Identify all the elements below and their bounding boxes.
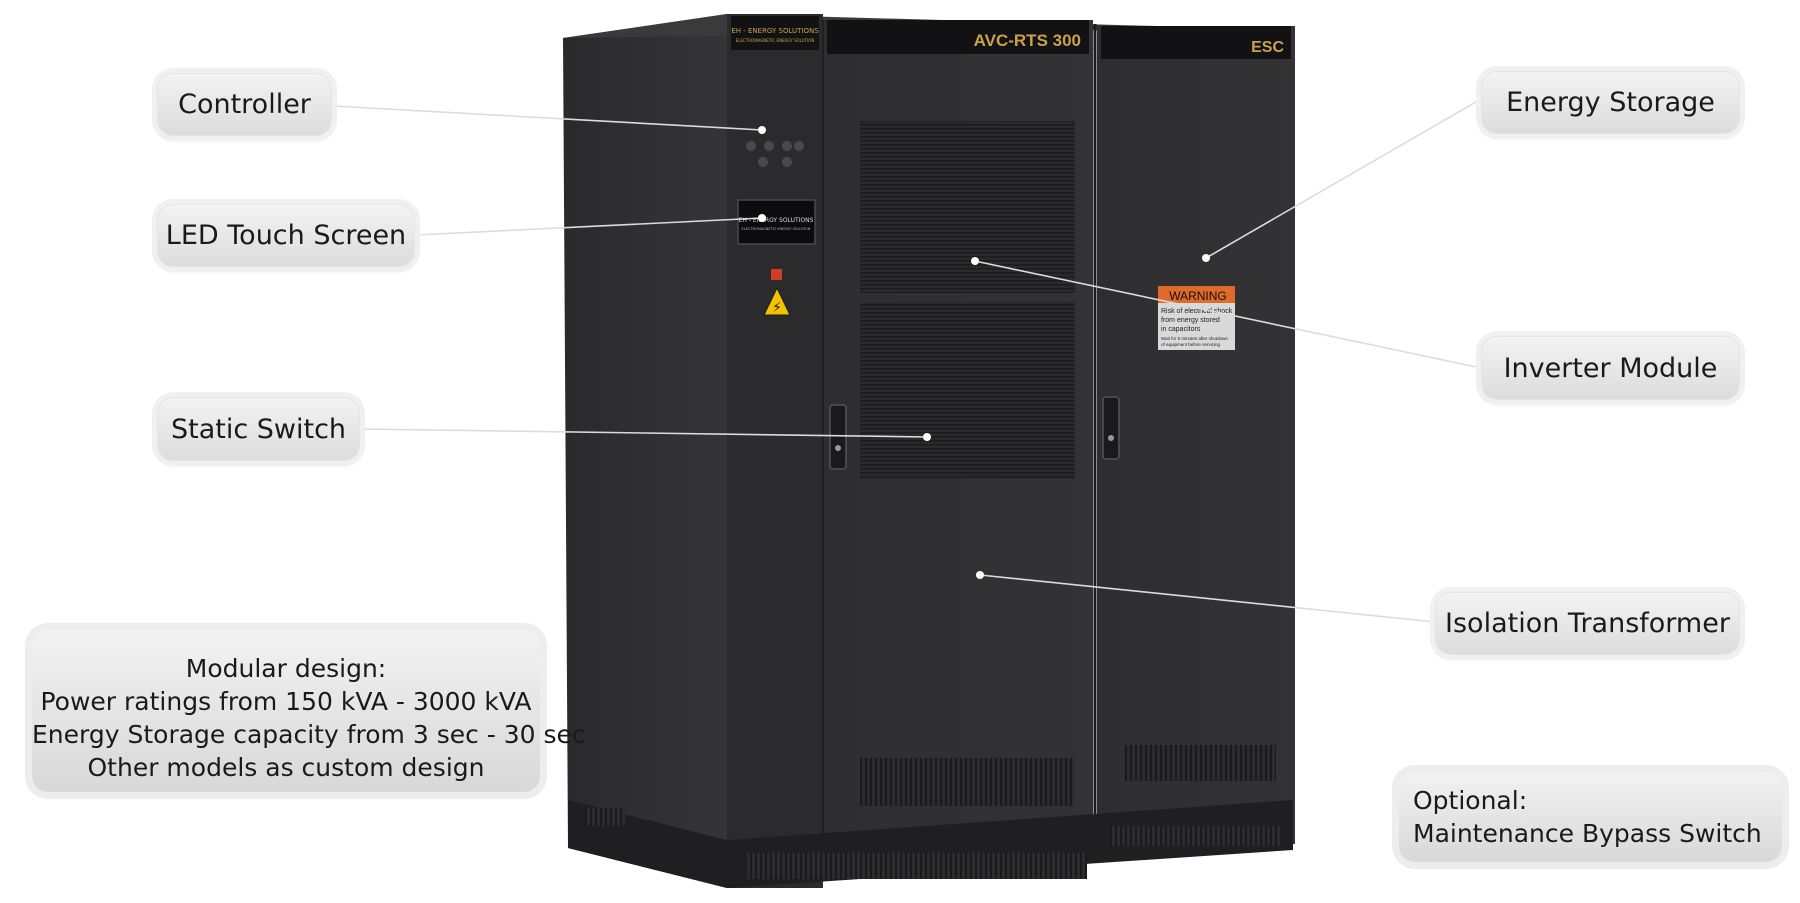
optional-line: Optional:: [1413, 786, 1528, 815]
model-nameplate: [827, 20, 1089, 54]
lightning-icon: ⚡: [772, 300, 782, 316]
anchor-dot: [976, 571, 984, 579]
leader-line-energy-storage: [1205, 98, 1482, 259]
led-touch-screen: [737, 199, 816, 245]
anchor-dot: [1202, 254, 1210, 262]
warning-title: WARNING: [1169, 289, 1227, 303]
leader-line-inverter-module: [974, 260, 1482, 369]
leader-line-static-switch: [360, 428, 928, 438]
leader-lines: [332, 98, 1482, 623]
info-box-modular-design: Modular design: Power ratings from 150 k…: [32, 630, 586, 792]
leader-line-controller: [332, 105, 763, 131]
label-energy-storage: Energy Storage: [1481, 71, 1740, 134]
label-controller-text: Controller: [178, 89, 311, 120]
anchor-dot: [923, 433, 931, 441]
esc-nameplate: [1101, 26, 1291, 59]
label-energy-storage-text: Energy Storage: [1506, 87, 1715, 118]
info-box-optional: Optional: Maintenance Bypass Switch: [1399, 772, 1782, 862]
upper-grille: [860, 121, 1075, 293]
cabinet-side-panel: [563, 14, 727, 888]
label-led-touch-screen: LED Touch Screen: [157, 204, 415, 267]
handle-lock: [1108, 435, 1114, 441]
info-line: Power ratings from 150 kVA - 3000 kVA: [40, 687, 532, 716]
anchor-dot: [758, 214, 766, 222]
warning-line: Wait for 5 minutes after shutdown: [1161, 336, 1228, 341]
info-line: Other models as custom design: [87, 753, 485, 782]
info-line: Energy Storage capacity from 3 sec - 30 …: [32, 720, 586, 749]
base-vents: [585, 808, 625, 826]
door-handle: [1102, 396, 1120, 460]
left-nameplate: [731, 16, 819, 50]
label-static-switch: Static Switch: [157, 397, 360, 461]
label-inverter-module: Inverter Module: [1481, 336, 1740, 400]
label-inverter-module-text: Inverter Module: [1503, 352, 1718, 384]
high-voltage-warning-sign: [763, 286, 791, 316]
cabinet-left-column: [727, 14, 823, 888]
warning-line: in capacitors: [1161, 326, 1201, 333]
label-isolation-transformer: Isolation Transformer: [1435, 592, 1740, 655]
ups-cabinet: EH - ENERGY SOLUTIONS ELECTROMAGNETIC EN…: [563, 14, 1297, 888]
info-line: Modular design:: [185, 654, 387, 683]
base-vents: [747, 853, 1087, 879]
controller-buttons: [746, 141, 804, 167]
optional-line: Maintenance Bypass Switch: [1413, 819, 1762, 848]
lower-vents: [860, 758, 1075, 806]
base-vents: [1110, 826, 1280, 846]
lower-vents: [1124, 745, 1276, 781]
handle-lock: [835, 445, 841, 451]
lower-grille: [860, 302, 1075, 479]
label-controller: Controller: [157, 73, 332, 136]
label-isolation-transformer-text: Isolation Transformer: [1445, 608, 1730, 639]
label-led-touch-screen-text: LED Touch Screen: [165, 220, 407, 251]
label-static-switch-text: Static Switch: [170, 413, 347, 445]
door-handle: [829, 404, 847, 470]
leader-line-led-touch-screen: [415, 217, 763, 236]
warning-line: from energy stored: [1161, 317, 1220, 324]
anchor-dot: [758, 126, 766, 134]
red-indicator-light: [771, 269, 782, 280]
warning-line: of equipment before servicing: [1161, 342, 1221, 347]
anchor-dots: [758, 126, 1210, 579]
left-nameplate-sub: ELECTROMAGNETIC ENERGY SOLUTION: [736, 38, 815, 43]
esc-label: ESC: [1251, 39, 1284, 56]
leader-line-isolation-transformer: [979, 574, 1436, 623]
warning-line: Risk of electrical shock: [1161, 308, 1233, 315]
anchor-dot: [971, 257, 979, 265]
warning-label: WARNING Risk of electrical shock from en…: [1158, 286, 1235, 350]
left-nameplate-title: EH - ENERGY SOLUTIONS: [731, 27, 819, 35]
cabinet-right-door: [1097, 26, 1295, 844]
screen-subtext: ELECTROMAGNETIC ENERGY SOLUTION: [742, 227, 811, 231]
screen-text: EH - ENERGY SOLUTIONS: [739, 217, 814, 224]
model-label: AVC-RTS 300: [974, 31, 1081, 50]
